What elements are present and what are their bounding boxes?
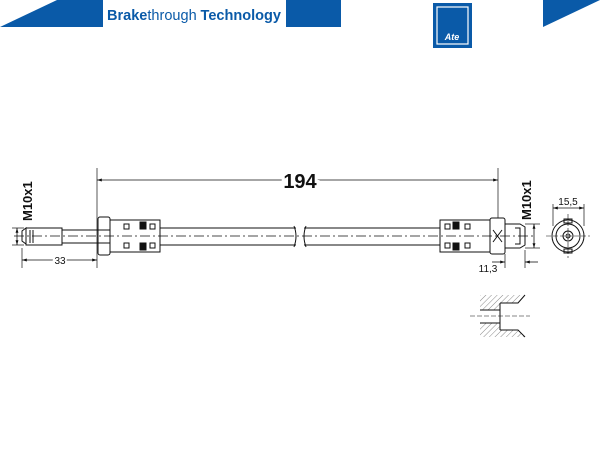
banner-mid-block [286,0,341,27]
end-view [546,204,590,258]
brand-bold-2: Technology [201,7,282,24]
brand-light: through [147,7,196,24]
banner-left-shape [0,0,103,27]
brand-tagline: Brakethrough Technology [107,7,282,24]
hose [160,225,440,248]
right-thread-label: M10x1 [519,180,534,220]
left-thread-label: M10x1 [20,181,35,221]
banner-right-shape [543,0,600,27]
right-fitting-length-label: 11,3 [479,264,498,275]
right-fitting [439,217,526,255]
port-section-view [470,294,530,338]
left-fitting [21,216,161,256]
header-banner: Brakethrough Technology Ate [0,0,600,48]
logo-text: Ate [444,32,460,42]
length-label: 194 [283,171,317,193]
ate-logo: Ate [433,3,472,48]
brand-bold-1: Brake [107,7,147,24]
left-fitting-length-label: 33 [54,256,66,267]
hex-width-label: 15,5 [558,197,578,208]
